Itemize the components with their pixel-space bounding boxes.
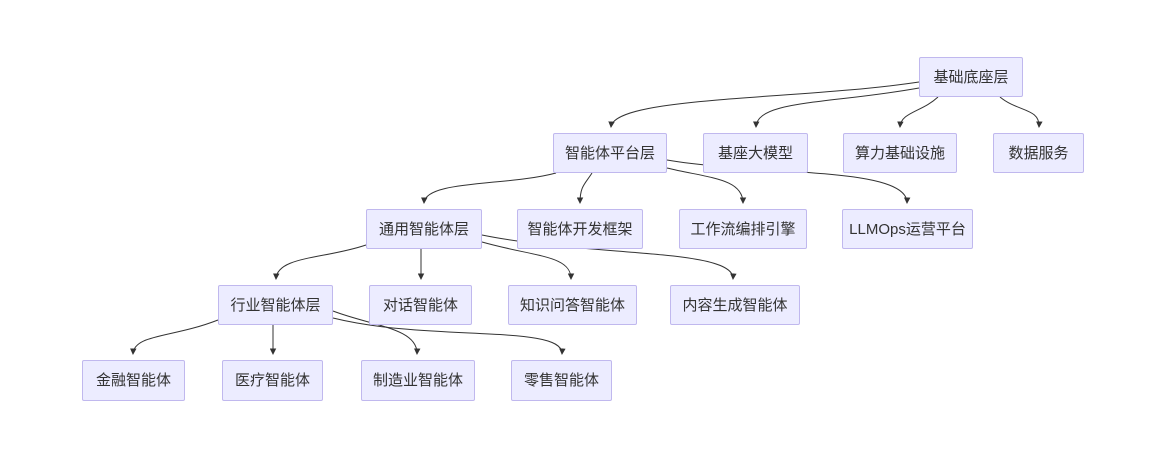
node-finance-agent: 金融智能体 — [82, 360, 185, 401]
node-agent-dev-framework: 智能体开发框架 — [517, 209, 643, 249]
node-compute-infrastructure: 算力基础设施 — [843, 133, 957, 173]
edge-base-to-platform — [608, 81, 920, 128]
node-dialog-agent: 对话智能体 — [369, 285, 472, 325]
edge-industry-to-manufacturing — [332, 310, 421, 355]
edge-platform-to-general — [421, 172, 557, 204]
edge-base-to-data-services — [999, 96, 1043, 128]
node-data-services: 数据服务 — [993, 133, 1084, 173]
node-workflow-orchestration-engine: 工作流编排引擎 — [679, 209, 807, 249]
node-medical-agent: 医疗智能体 — [222, 360, 323, 401]
edge-platform-to-workflow — [666, 167, 747, 204]
node-llmops-platform: LLMOps运营平台 — [842, 209, 973, 249]
node-base-llm: 基座大模型 — [703, 133, 808, 173]
edge-industry-to-retail — [332, 317, 566, 355]
edge-industry-to-finance — [130, 319, 219, 355]
node-industry-agent-layer: 行业智能体层 — [218, 285, 333, 325]
node-content-generation-agent: 内容生成智能体 — [670, 285, 800, 325]
node-general-agent-layer: 通用智能体层 — [366, 209, 482, 249]
edge-platform-to-dev-framework — [576, 172, 593, 204]
node-agent-platform-layer: 智能体平台层 — [553, 133, 667, 173]
node-manufacturing-agent: 制造业智能体 — [361, 360, 475, 401]
edge-base-to-compute — [897, 96, 939, 128]
node-foundation-base-layer: 基础底座层 — [919, 57, 1023, 97]
edge-general-to-industry — [273, 244, 367, 280]
node-retail-agent: 零售智能体 — [511, 360, 612, 401]
edge-general-to-qa — [481, 241, 575, 280]
node-knowledge-qa-agent: 知识问答智能体 — [508, 285, 637, 325]
edge-base-to-base-llm — [752, 87, 920, 128]
